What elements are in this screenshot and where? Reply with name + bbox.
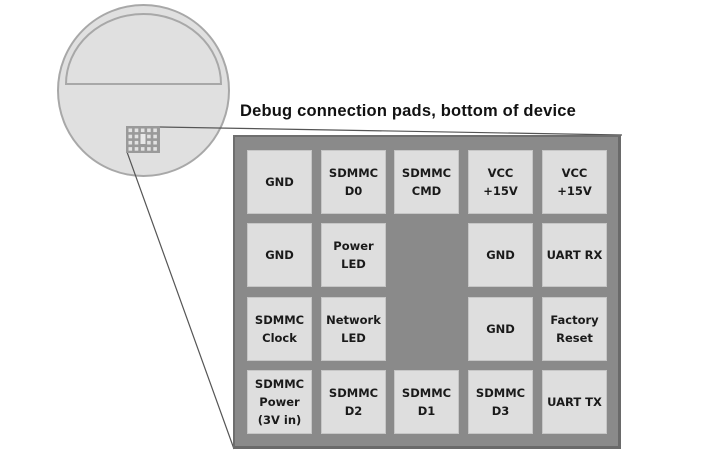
pad-vcc-15v: VCC +15V [542, 150, 607, 214]
chip-pad-dot [128, 140, 133, 145]
chip-pad-dot [153, 140, 157, 145]
pad-gnd: GND [468, 297, 533, 361]
chip-pad-dot [134, 128, 139, 133]
pad-network-led: Network LED [321, 297, 386, 361]
chip-pad-dot [140, 147, 145, 151]
chip-pad-dot [147, 147, 151, 151]
chip-pad-dot [153, 134, 157, 139]
pad-sdmmc-power-3v-in: SDMMC Power (3V in) [247, 370, 312, 434]
leader-line-bottom [126, 151, 235, 450]
device-top-window [64, 13, 223, 85]
chip-pad-dot [134, 134, 139, 139]
pad-sdmmc-d2: SDMMC D2 [321, 370, 386, 434]
pad-gnd: GND [247, 150, 312, 214]
pad-power-led: Power LED [321, 223, 386, 287]
chip-pad-dot [128, 134, 133, 139]
diagram-title: Debug connection pads, bottom of device [240, 102, 576, 120]
chip-pad-dot [153, 147, 157, 151]
chip-pad-dot [147, 140, 151, 145]
pad-uart-rx: UART RX [542, 223, 607, 287]
chip-pad-dot [147, 128, 151, 133]
pad-gnd: GND [247, 223, 312, 287]
pad-sdmmc-d1: SDMMC D1 [394, 370, 459, 434]
pad-gnd: GND [468, 223, 533, 287]
chip-pad-dot [128, 147, 133, 151]
debug-pad-chip-thumbnail [126, 126, 160, 153]
chip-pad-dot [147, 134, 151, 139]
pad-uart-tx: UART TX [542, 370, 607, 434]
leader-line-top [159, 126, 623, 136]
chip-pad-dot [140, 128, 145, 133]
pad-sdmmc-clock: SDMMC Clock [247, 297, 312, 361]
pad-sdmmc-d3: SDMMC D3 [468, 370, 533, 434]
chip-pad-dot [134, 147, 139, 151]
chip-pad-dot [153, 128, 157, 133]
pad-sdmmc-d0: SDMMC D0 [321, 150, 386, 214]
pad-factory-reset: Factory Reset [542, 297, 607, 361]
pad-vcc-15v: VCC +15V [468, 150, 533, 214]
chip-pad-dot [134, 140, 139, 145]
pad-sdmmc-cmd: SDMMC CMD [394, 150, 459, 214]
chip-center-slot [140, 134, 146, 144]
chip-pad-dot [128, 128, 133, 133]
